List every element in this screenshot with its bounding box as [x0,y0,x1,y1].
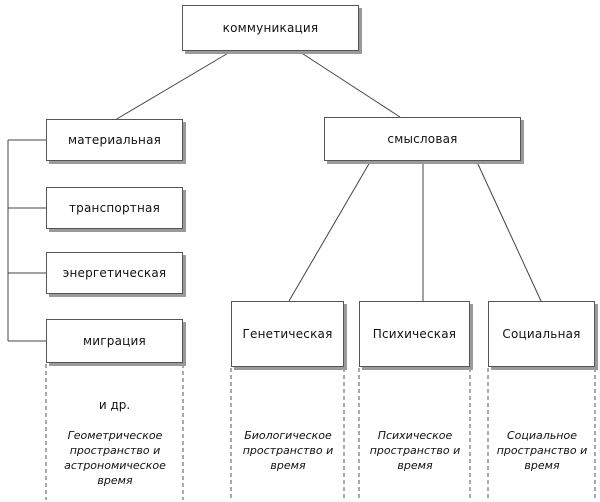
left-item-label: транспортная [68,201,161,215]
right-head-node: смысловая [324,117,521,161]
left-head-label: материальная [67,133,162,147]
root-node: коммуникация [182,5,359,51]
left-item-node: транспортная [46,187,183,229]
right-item-label: Генетическая [242,327,333,341]
right-item-description: Биологическое пространство и время [242,429,334,472]
left-item-node: миграция [46,319,183,363]
right-item-description: Социальное пространство и время [496,429,588,472]
right-item-description: Психическое пространство и время [369,429,461,472]
left-etc-label: и др. [98,398,131,412]
right-item-node: Социальная [488,301,595,367]
right-head-label: смысловая [387,132,458,146]
right-item-node: Психическая [359,301,470,367]
left-item-label: энергетическая [62,266,167,280]
left-head-node: материальная [46,119,183,161]
left-item-label: миграция [83,334,146,348]
root-label: коммуникация [222,21,319,35]
right-item-node: Генетическая [231,301,344,367]
left-description: Геометрическое пространство и астрономич… [64,429,166,487]
right-item-label: Психическая [372,327,457,341]
right-item-label: Социальная [502,327,581,341]
left-item-node: энергетическая [46,252,183,294]
